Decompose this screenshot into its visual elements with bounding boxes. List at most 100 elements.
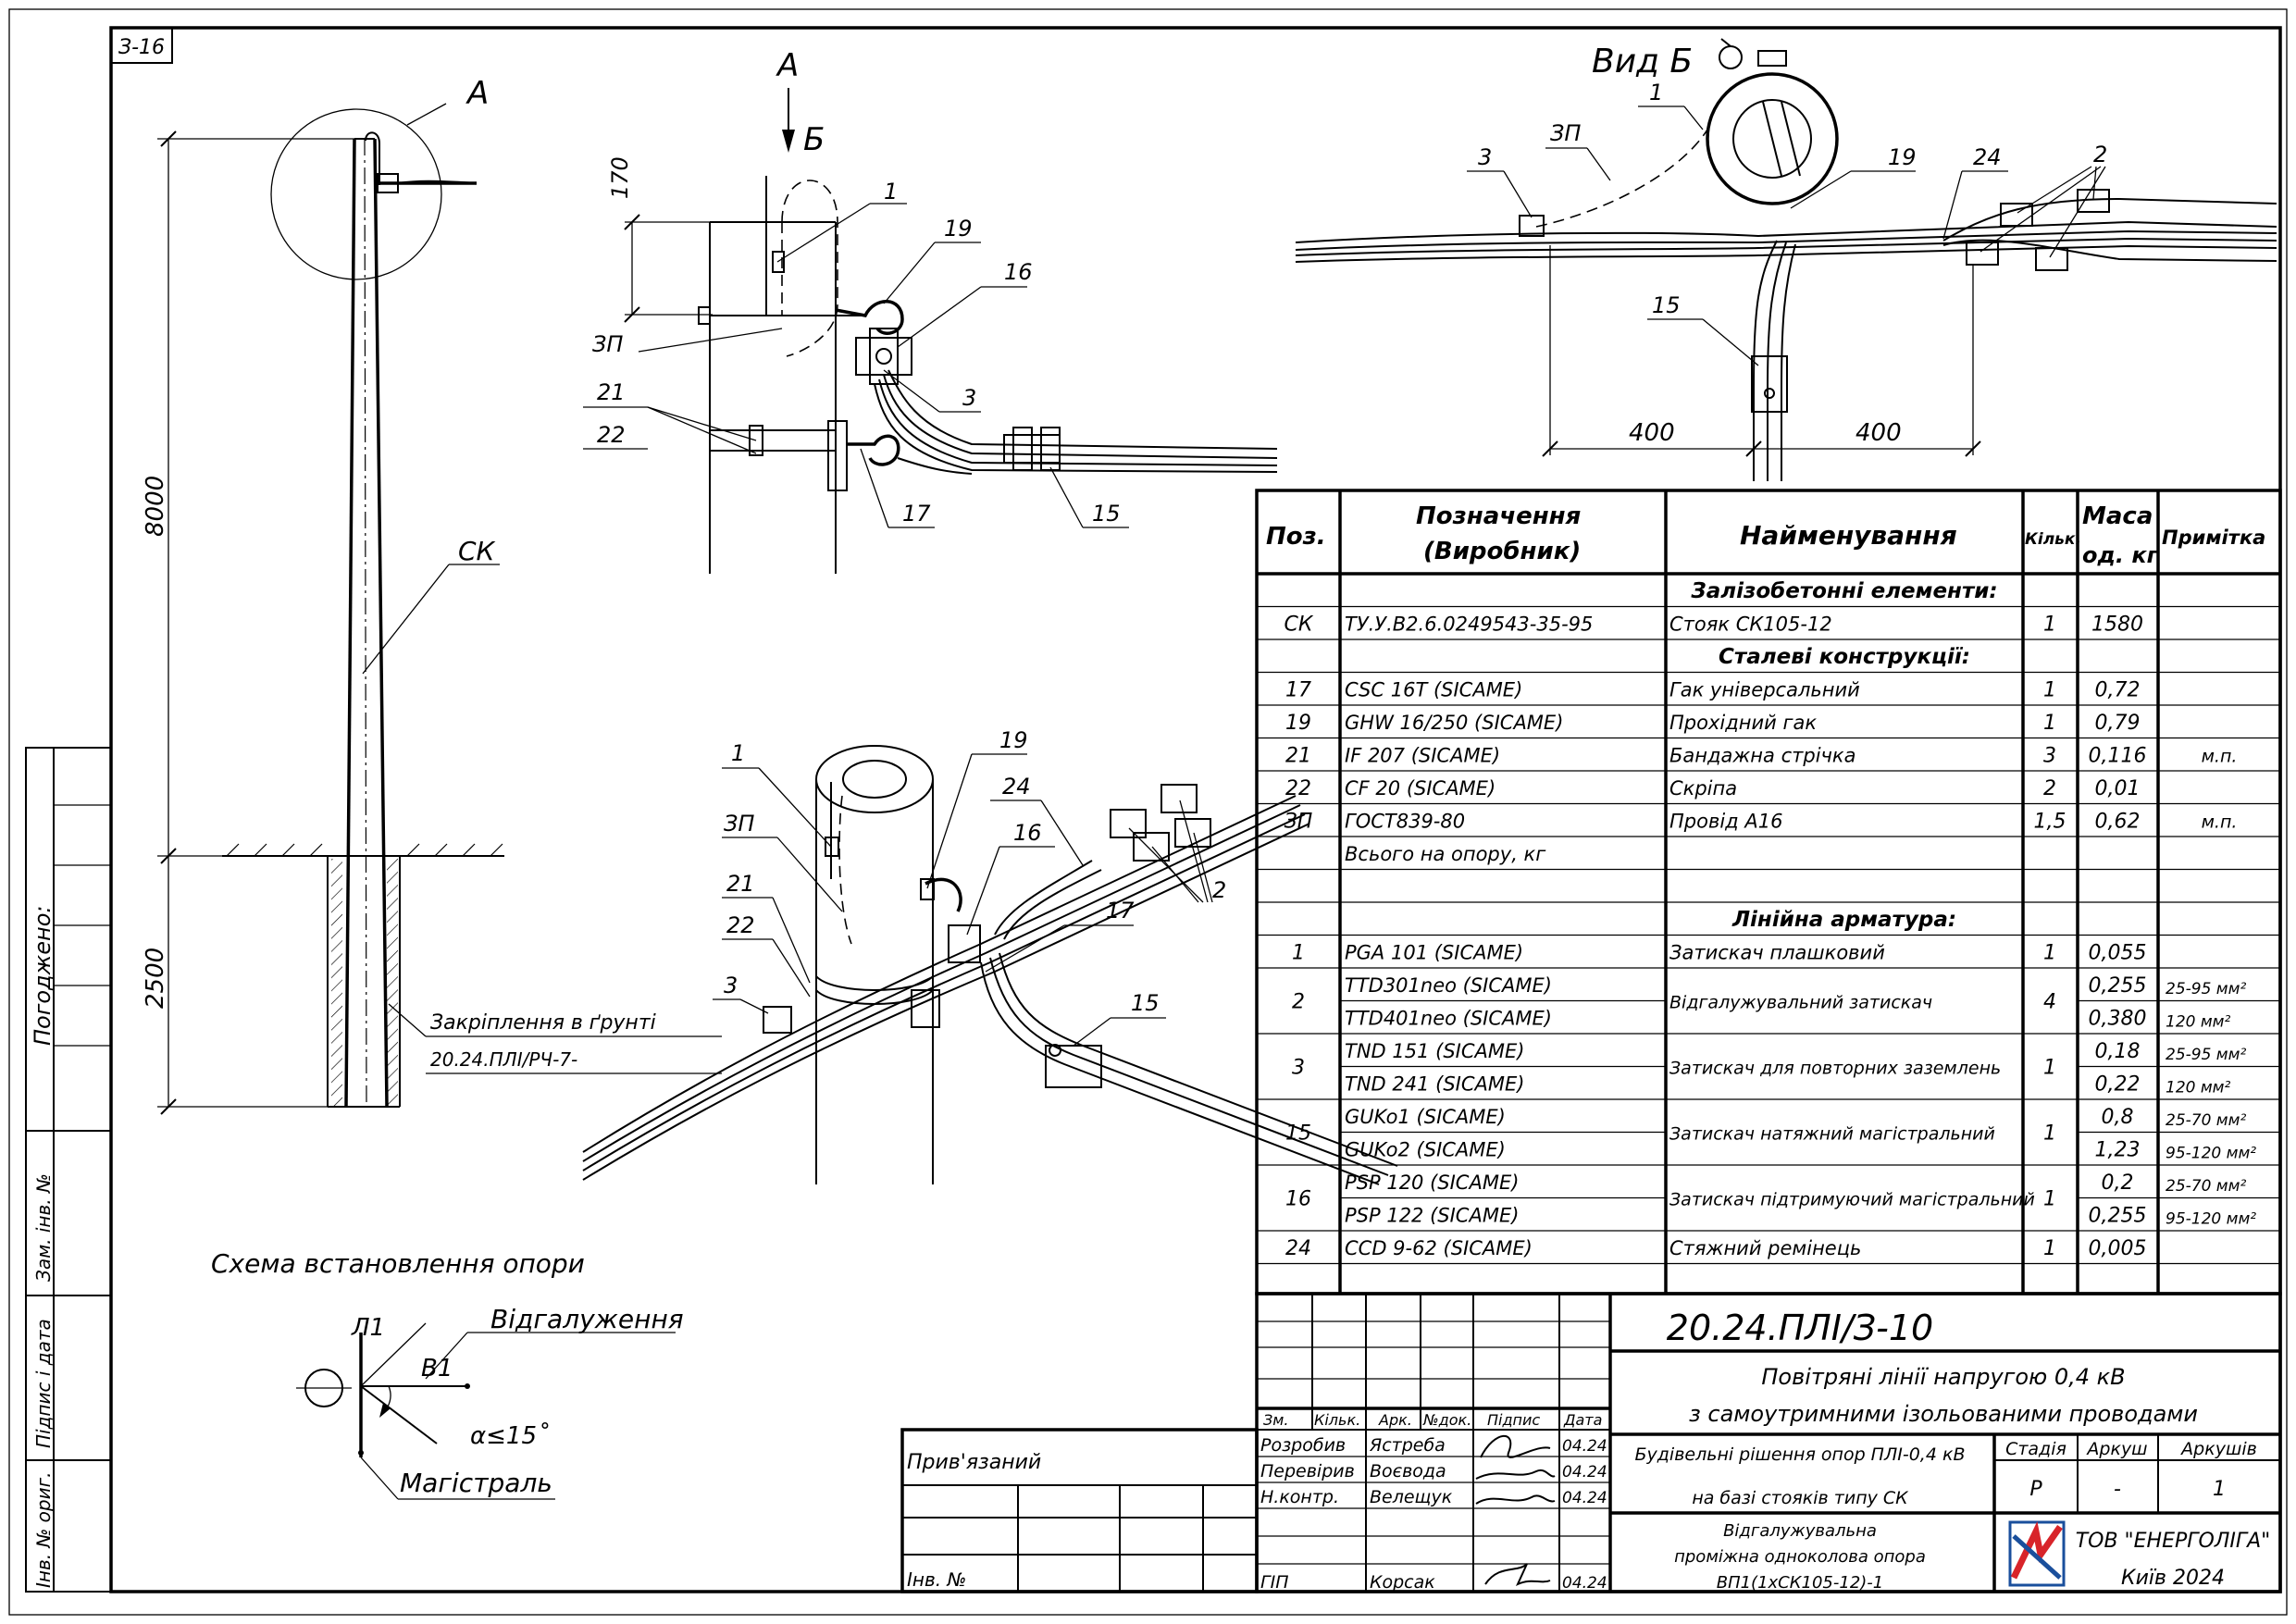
detail-label-22: 22	[597, 422, 626, 448]
iso-label-15: 15	[1131, 990, 1160, 1016]
spec-mass: 0,18	[2095, 1040, 2141, 1063]
spec-name: Затискач плашковий	[1669, 941, 1885, 963]
name-developed: Ястреба	[1369, 1435, 1446, 1456]
spec-name: Скріпа	[1669, 777, 1737, 800]
isometric-view: 1 19 ЗП 24 16 2 21 22 17 3 15	[582, 727, 1398, 1185]
pole-height-dim: 8000	[142, 476, 169, 537]
dim-170: 170	[607, 156, 633, 199]
spec-name: Гак універсальний	[1669, 678, 1860, 700]
iso-label-22: 22	[726, 912, 755, 938]
iso-label-24: 24	[1002, 774, 1031, 800]
role-gip: ГІП	[1260, 1572, 1288, 1593]
spec-pos: 2	[1292, 991, 1305, 1014]
spec-mass: 0,255	[2089, 974, 2147, 998]
tied-label: Прив'язаний	[907, 1451, 1041, 1474]
detail-arrow-a: А	[776, 47, 799, 84]
spec-head-code: Позначення	[1416, 502, 1581, 530]
spec-pos: 19	[1285, 712, 1311, 735]
iso-label-16: 16	[1013, 820, 1042, 846]
detail-label-zp: ЗП	[592, 331, 623, 357]
sheet-number-box	[110, 27, 173, 64]
spec-pos: 1	[1292, 941, 1305, 964]
sheet-value: -	[2114, 1478, 2121, 1501]
spec-name: Відгалужувальний затискач	[1669, 993, 1932, 1013]
date-norm: 04.24	[1562, 1489, 1607, 1507]
sub-line-1: Будівельні рішення опор ПЛІ-0,4 кВ	[1635, 1444, 1966, 1465]
view-b-label-1: 1	[1649, 80, 1663, 105]
date-developed: 04.24	[1562, 1437, 1607, 1456]
view-b-label-zp: ЗП	[1550, 120, 1581, 146]
stamp-head-date: Дата	[1563, 1411, 1602, 1429]
spec-code-2: GUKo2 (SICAME)	[1345, 1139, 1506, 1161]
spec-code: ТУ.У.В2.6.0249543-35-95	[1345, 614, 1593, 636]
spec-mass: 0,116	[2089, 744, 2147, 767]
spec-mass: 0,055	[2089, 941, 2147, 964]
spec-mass-2: 0,380	[2089, 1008, 2147, 1031]
detail-label-17: 17	[902, 501, 931, 527]
scheme-main: Магістраль	[400, 1468, 552, 1498]
spec-pos: 3	[1292, 1057, 1305, 1080]
spec-name: Прохідний гак	[1669, 712, 1817, 734]
spec-head-mass: Маса	[2082, 502, 2153, 530]
spec-qty: 1	[2043, 712, 2056, 735]
detail-arrow-b: Б	[803, 121, 825, 158]
spec-mass: 0,79	[2095, 712, 2141, 735]
spec-pos: 15	[1285, 1122, 1311, 1146]
sheets-head: Аркушів	[2179, 1439, 2257, 1459]
sheets-value: 1	[2213, 1478, 2226, 1501]
spec-code-2: TND 241 (SICAME)	[1345, 1073, 1524, 1096]
spec-note-2: 95-120 мм²	[2166, 1210, 2256, 1229]
title-line-2: з самоутримними ізольованими проводами	[1689, 1401, 2198, 1427]
agreed-label: Погоджено:	[30, 906, 56, 1046]
spec-section-title: Залізобетонні елементи:	[1690, 579, 1997, 603]
iso-label-1: 1	[731, 740, 745, 766]
spec-pos: 16	[1285, 1188, 1311, 1211]
detail-label-1: 1	[884, 179, 898, 205]
spec-qty: 1,5	[2034, 810, 2066, 833]
desc-line-1: Відгалужувальна	[1723, 1521, 1877, 1541]
view-b-label-19: 19	[1888, 144, 1917, 170]
detail-label-15: 15	[1092, 501, 1121, 527]
spec-head-name: Найменування	[1740, 520, 1957, 551]
spec-mass: 0,72	[2095, 678, 2141, 701]
stamp-head-izm: Зм.	[1263, 1411, 1288, 1429]
spec-head-maker: (Виробник)	[1423, 538, 1581, 565]
spec-pos: СК	[1285, 613, 1314, 636]
spec-code: TND 151 (SICAME)	[1345, 1040, 1524, 1062]
stage-value: Р	[2029, 1478, 2042, 1501]
spec-name: Бандажна стрічка	[1669, 744, 1856, 766]
spec-mass: 0,8	[2102, 1106, 2134, 1129]
spec-qty: 1	[2043, 678, 2056, 701]
role-checked: Перевірив	[1260, 1461, 1355, 1481]
date-gip: 04.24	[1562, 1574, 1607, 1593]
ground-fixing-label: Закріплення в ґрунті	[430, 1011, 656, 1035]
sheet-head: Аркуш	[2085, 1439, 2147, 1459]
spec-note-2: 120 мм²	[2166, 1013, 2231, 1032]
pole-view-label: А	[465, 75, 489, 112]
spec-code: Всього на опору, кг	[1345, 843, 1546, 865]
left-strip: Погоджено: Зам. інв. № Підпис і дата Інв…	[25, 747, 112, 1593]
spec-body: Залізобетонні елементи: СК ТУ.У.В2.6.02495…	[1285, 579, 2257, 1260]
spec-code: CF 20 (SICAME)	[1345, 777, 1496, 800]
spec-code: GUKo1 (SICAME)	[1345, 1106, 1506, 1128]
company-name: ТОВ "ЕНЕРГОЛІГА"	[2076, 1530, 2271, 1553]
spec-note-2: 120 мм²	[2166, 1079, 2231, 1097]
desc-line-2: проміжна одноколова опора	[1674, 1547, 1926, 1567]
spec-code: TTD301neo (SICAME)	[1345, 974, 1552, 997]
spec-code: PSP 120 (SICAME)	[1345, 1172, 1519, 1194]
detail-label-21: 21	[597, 379, 626, 405]
desc-line-3: ВП1(1хСК105-12)-1	[1717, 1573, 1884, 1593]
role-developed: Розробив	[1260, 1435, 1346, 1456]
iso-label-19: 19	[999, 727, 1028, 753]
date-checked: 04.24	[1562, 1463, 1607, 1481]
spec-qty: 1	[2043, 1122, 2056, 1146]
installation-scheme: Схема встановлення опори Л1 В1 Відгалуже…	[211, 1248, 684, 1500]
outer-border	[8, 8, 2288, 1616]
spec-name: Провід А16	[1669, 810, 1782, 832]
spec-qty: 4	[2043, 991, 2056, 1014]
pole-code-label: СК	[458, 536, 496, 566]
pole-depth-dim: 2500	[142, 948, 169, 1009]
spec-head-note: Примітка	[2162, 527, 2265, 549]
view-b-title: Вид Б	[1592, 43, 1693, 81]
